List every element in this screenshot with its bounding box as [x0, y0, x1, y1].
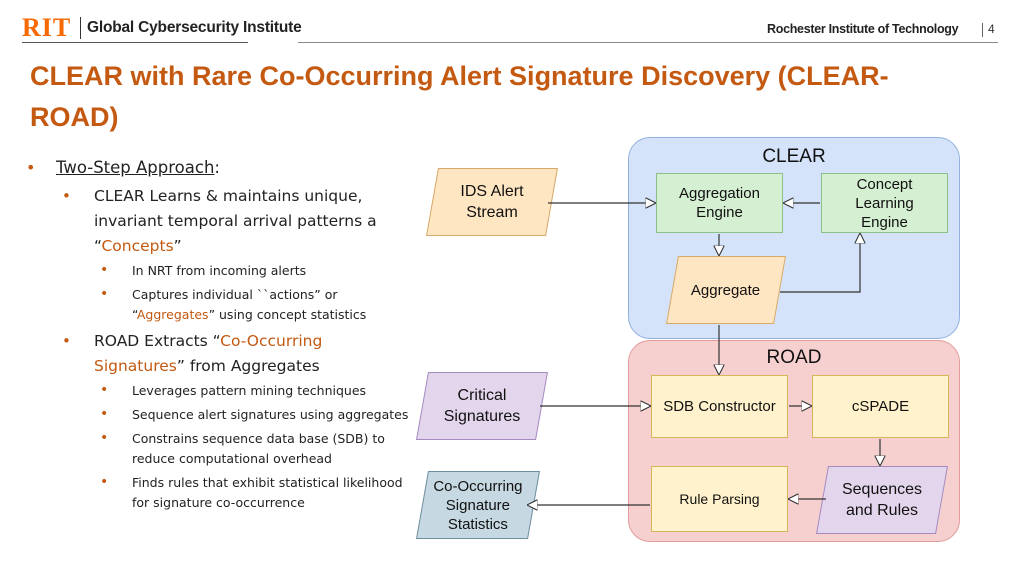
ids-alert-stream-box: IDS Alert Stream: [426, 168, 558, 236]
sequence-text: Sequence alert signatures using aggregat…: [132, 407, 409, 422]
two-step-colon: :: [214, 158, 220, 177]
concept-learning-engine-box: Concept Learning Engine: [821, 173, 948, 233]
aggregates-highlight: Aggregates: [136, 307, 209, 322]
ids-alert-stream-label: IDS Alert Stream: [460, 183, 524, 221]
header-rule-right: [298, 42, 998, 43]
page-number: 4: [988, 22, 995, 36]
captures-text: Captures individual ``actions” or “: [132, 287, 338, 322]
critical-signatures-label: Critical Signatures: [443, 387, 521, 425]
bullet-dot: •: [100, 262, 109, 278]
logo-separator: [80, 17, 81, 39]
cspade-label: cSPADE: [851, 398, 910, 415]
bullet-dot: •: [62, 332, 71, 350]
rit-logo: RIT: [22, 13, 72, 42]
rule-parsing-box: Rule Parsing: [651, 466, 788, 532]
sdb-constructor-label: SDB Constructor: [663, 398, 776, 415]
bullet-road-extracts: • ROAD Extracts “Co-Occurring Signatures…: [22, 329, 422, 379]
bullet-dot: •: [100, 430, 109, 446]
finds-text: Finds rules that exhibit statistical lik…: [132, 475, 403, 510]
captures-close: ” using concept statistics: [208, 307, 367, 322]
page-number-separator: [982, 23, 983, 37]
bullet-dot: •: [100, 382, 109, 398]
bullet-dot: •: [26, 158, 36, 177]
aggregation-engine-box: Aggregation Engine: [656, 173, 783, 233]
clear-learns-close: ”: [173, 237, 182, 255]
aggregation-engine-label: Aggregation Engine: [679, 185, 760, 221]
road-region-label: ROAD: [766, 347, 822, 368]
clear-learns-text: CLEAR Learns & maintains unique, invaria…: [94, 187, 377, 255]
bullet-captures: • Captures individual ``actions” or “Agg…: [22, 285, 422, 325]
bullet-nrt: • In NRT from incoming alerts: [22, 261, 422, 281]
sdb-constructor-box: SDB Constructor: [651, 375, 788, 438]
header-rule-left: [22, 42, 248, 43]
critical-signatures-box: Critical Signatures: [416, 372, 548, 440]
institute-name: Global Cybersecurity Institute: [87, 19, 302, 36]
co-occurring-signature-statistics-label: Co-Occurring Signature Statistics: [433, 477, 523, 533]
clear-region-label: CLEAR: [762, 146, 826, 167]
bullet-list: • Two-Step Approach: • CLEAR Learns & ma…: [22, 156, 422, 517]
nrt-text: In NRT from incoming alerts: [132, 263, 307, 278]
bullet-clear-learns: • CLEAR Learns & maintains unique, invar…: [22, 184, 422, 259]
road-extracts-text: ROAD Extracts “: [94, 332, 221, 350]
bullet-sequence: • Sequence alert signatures using aggreg…: [22, 405, 422, 425]
concepts-highlight: Concepts: [101, 237, 174, 255]
co-occurring-highlight: Co-Occurring Signatures: [94, 332, 323, 375]
rule-parsing-label: Rule Parsing: [679, 490, 760, 507]
road-extracts-close: ” from Aggregates: [176, 357, 320, 375]
bullet-dot: •: [62, 187, 71, 205]
cspade-box: cSPADE: [812, 375, 949, 438]
bullet-leverages: • Leverages pattern mining techniques: [22, 381, 422, 401]
aggregate-label: Aggregate: [691, 281, 761, 299]
bullet-two-step: • Two-Step Approach:: [22, 156, 422, 180]
two-step-heading: Two-Step Approach: [56, 158, 215, 177]
concept-learning-engine-label: Concept Learning Engine: [855, 175, 914, 231]
sequences-and-rules-label: Sequences and Rules: [841, 481, 923, 519]
slide-title: CLEAR with Rare Co-Occurring Alert Signa…: [30, 61, 889, 132]
bullet-dot: •: [100, 406, 109, 422]
co-occurring-signature-statistics-box: Co-Occurring Signature Statistics: [416, 471, 540, 539]
bullet-finds: • Finds rules that exhibit statistical l…: [22, 473, 422, 513]
leverages-text: Leverages pattern mining techniques: [132, 383, 367, 398]
aggregate-box: Aggregate: [666, 256, 786, 324]
constrains-text: Constrains sequence data base (SDB) to r…: [132, 431, 385, 466]
bullet-dot: •: [100, 474, 109, 490]
bullet-constrains: • Constrains sequence data base (SDB) to…: [22, 429, 422, 469]
university-name: Rochester Institute of Technology: [767, 22, 959, 36]
sequences-and-rules-box: Sequences and Rules: [816, 466, 948, 534]
bullet-dot: •: [100, 286, 109, 302]
